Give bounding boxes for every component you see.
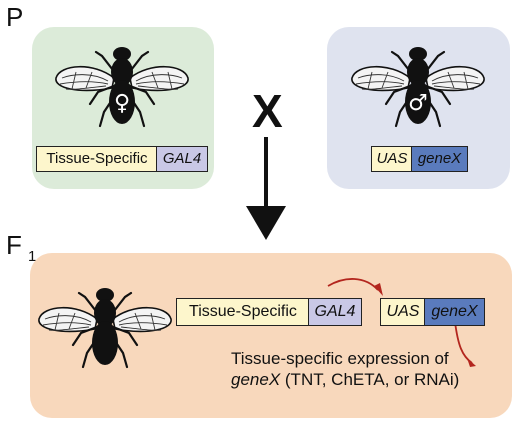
male-genex-box: geneX	[411, 146, 468, 172]
expression-line-2: geneX (TNT, ChETA, or RNAi)	[231, 369, 459, 390]
gal4-binding-arrow	[327, 278, 379, 291]
offspring-uas-box: UAS	[380, 298, 426, 326]
cross-symbol: X	[252, 85, 283, 137]
offspring-gal4-box: GAL4	[308, 298, 362, 326]
expression-line-1: Tissue-specific expression of	[231, 349, 449, 368]
filial-generation-label: F	[6, 230, 22, 260]
offspring-promoter-box: Tissue-Specific	[176, 298, 310, 326]
female-promoter-box: Tissue-Specific	[36, 146, 158, 172]
expression-description: Tissue-specific expression of geneX (TNT…	[231, 348, 459, 390]
filial-generation-subscript: 1	[28, 248, 37, 265]
expression-arrow-head-icon	[467, 358, 476, 367]
cross-arrow-head-icon	[246, 206, 286, 240]
offspring-fly-icon	[37, 286, 173, 369]
expression-effectors: (TNT, ChETA, or RNAi)	[280, 370, 460, 389]
female-symbol-icon: ♀	[114, 91, 130, 116]
female-gal4-box: GAL4	[156, 146, 208, 172]
gal4-binding-arrow-head-icon	[374, 283, 383, 296]
parental-generation-label: P	[6, 2, 24, 32]
male-symbol-icon: ♂	[408, 91, 428, 116]
male-uas-box: UAS	[371, 146, 413, 172]
offspring-genex-box: geneX	[424, 298, 485, 326]
expression-gene-name: geneX	[231, 370, 281, 389]
